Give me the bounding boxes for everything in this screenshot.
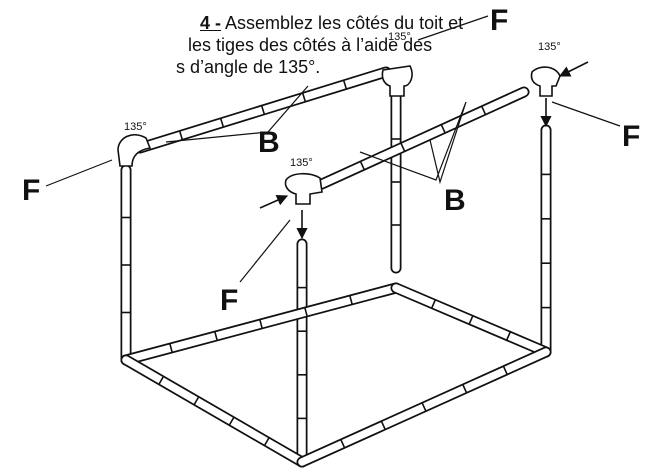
step-number: 4 - — [200, 13, 222, 33]
pipe-seam — [440, 123, 447, 134]
connector-top-middle — [381, 65, 413, 97]
label-angle-top-left: 135° — [124, 121, 147, 133]
instruction-line-3: s d’angle de 135°. — [176, 57, 321, 77]
label-angle-center: 135° — [290, 157, 313, 169]
label-part-b-left: B — [258, 126, 280, 159]
pipe-seam — [178, 130, 184, 141]
pipe-seam — [480, 105, 487, 116]
pipe-seam — [342, 79, 348, 90]
pipe-seam — [468, 315, 474, 325]
pipe-seam — [301, 92, 307, 103]
pipe-seam — [219, 117, 225, 128]
pipe-seam — [258, 318, 264, 330]
pipe-seam — [260, 104, 266, 116]
pipe-seam — [505, 331, 512, 341]
pipe-seam — [228, 416, 235, 426]
instruction-line-1: 4 - Assemblez les côtés du toit et — [0, 12, 463, 34]
pipe-seam — [430, 299, 437, 309]
pipe-roof-side — [316, 86, 530, 190]
pipe-seam — [339, 438, 346, 449]
pipe-seam — [303, 306, 309, 318]
pipe-seam — [158, 375, 165, 386]
pipe-seam — [193, 396, 200, 406]
pipe-seam — [263, 436, 270, 447]
label-part-f-right: F — [622, 120, 640, 153]
instruction-line-1-text: Assemblez les côtés du toit et — [221, 13, 464, 33]
label-angle-top-middle: 135° — [388, 31, 411, 43]
label-part-f-top: F — [490, 4, 508, 37]
instruction-text: 4 - Assemblez les côtés du toit et les t… — [0, 12, 463, 78]
instruction-line-2: les tiges des côtés à l’aide des — [188, 35, 433, 55]
pipe-seam — [380, 420, 387, 431]
label-part-b-right: B — [444, 184, 466, 217]
pipe-seam — [421, 402, 427, 412]
label-part-f-left: F — [22, 174, 40, 207]
connector-tee-right — [530, 66, 561, 97]
pipe-seams — [121, 79, 551, 449]
pipe-seam — [359, 160, 366, 171]
pipe-seam — [168, 342, 174, 354]
pipe-seam — [461, 383, 468, 394]
connector-tee-center — [284, 172, 323, 205]
pipe-seam — [213, 330, 219, 342]
pipe-seam — [348, 294, 354, 306]
insert-arrows — [259, 61, 589, 240]
pipe-base-left-front — [120, 354, 308, 468]
leader-lines — [45, 15, 621, 283]
pipe-seam — [502, 365, 509, 376]
label-angle-top-right: 135° — [538, 41, 561, 53]
pipe-seam — [399, 142, 406, 153]
label-part-f-bottom: F — [220, 284, 238, 317]
connector-top-left — [117, 134, 152, 167]
pipe-frame — [120, 66, 552, 468]
